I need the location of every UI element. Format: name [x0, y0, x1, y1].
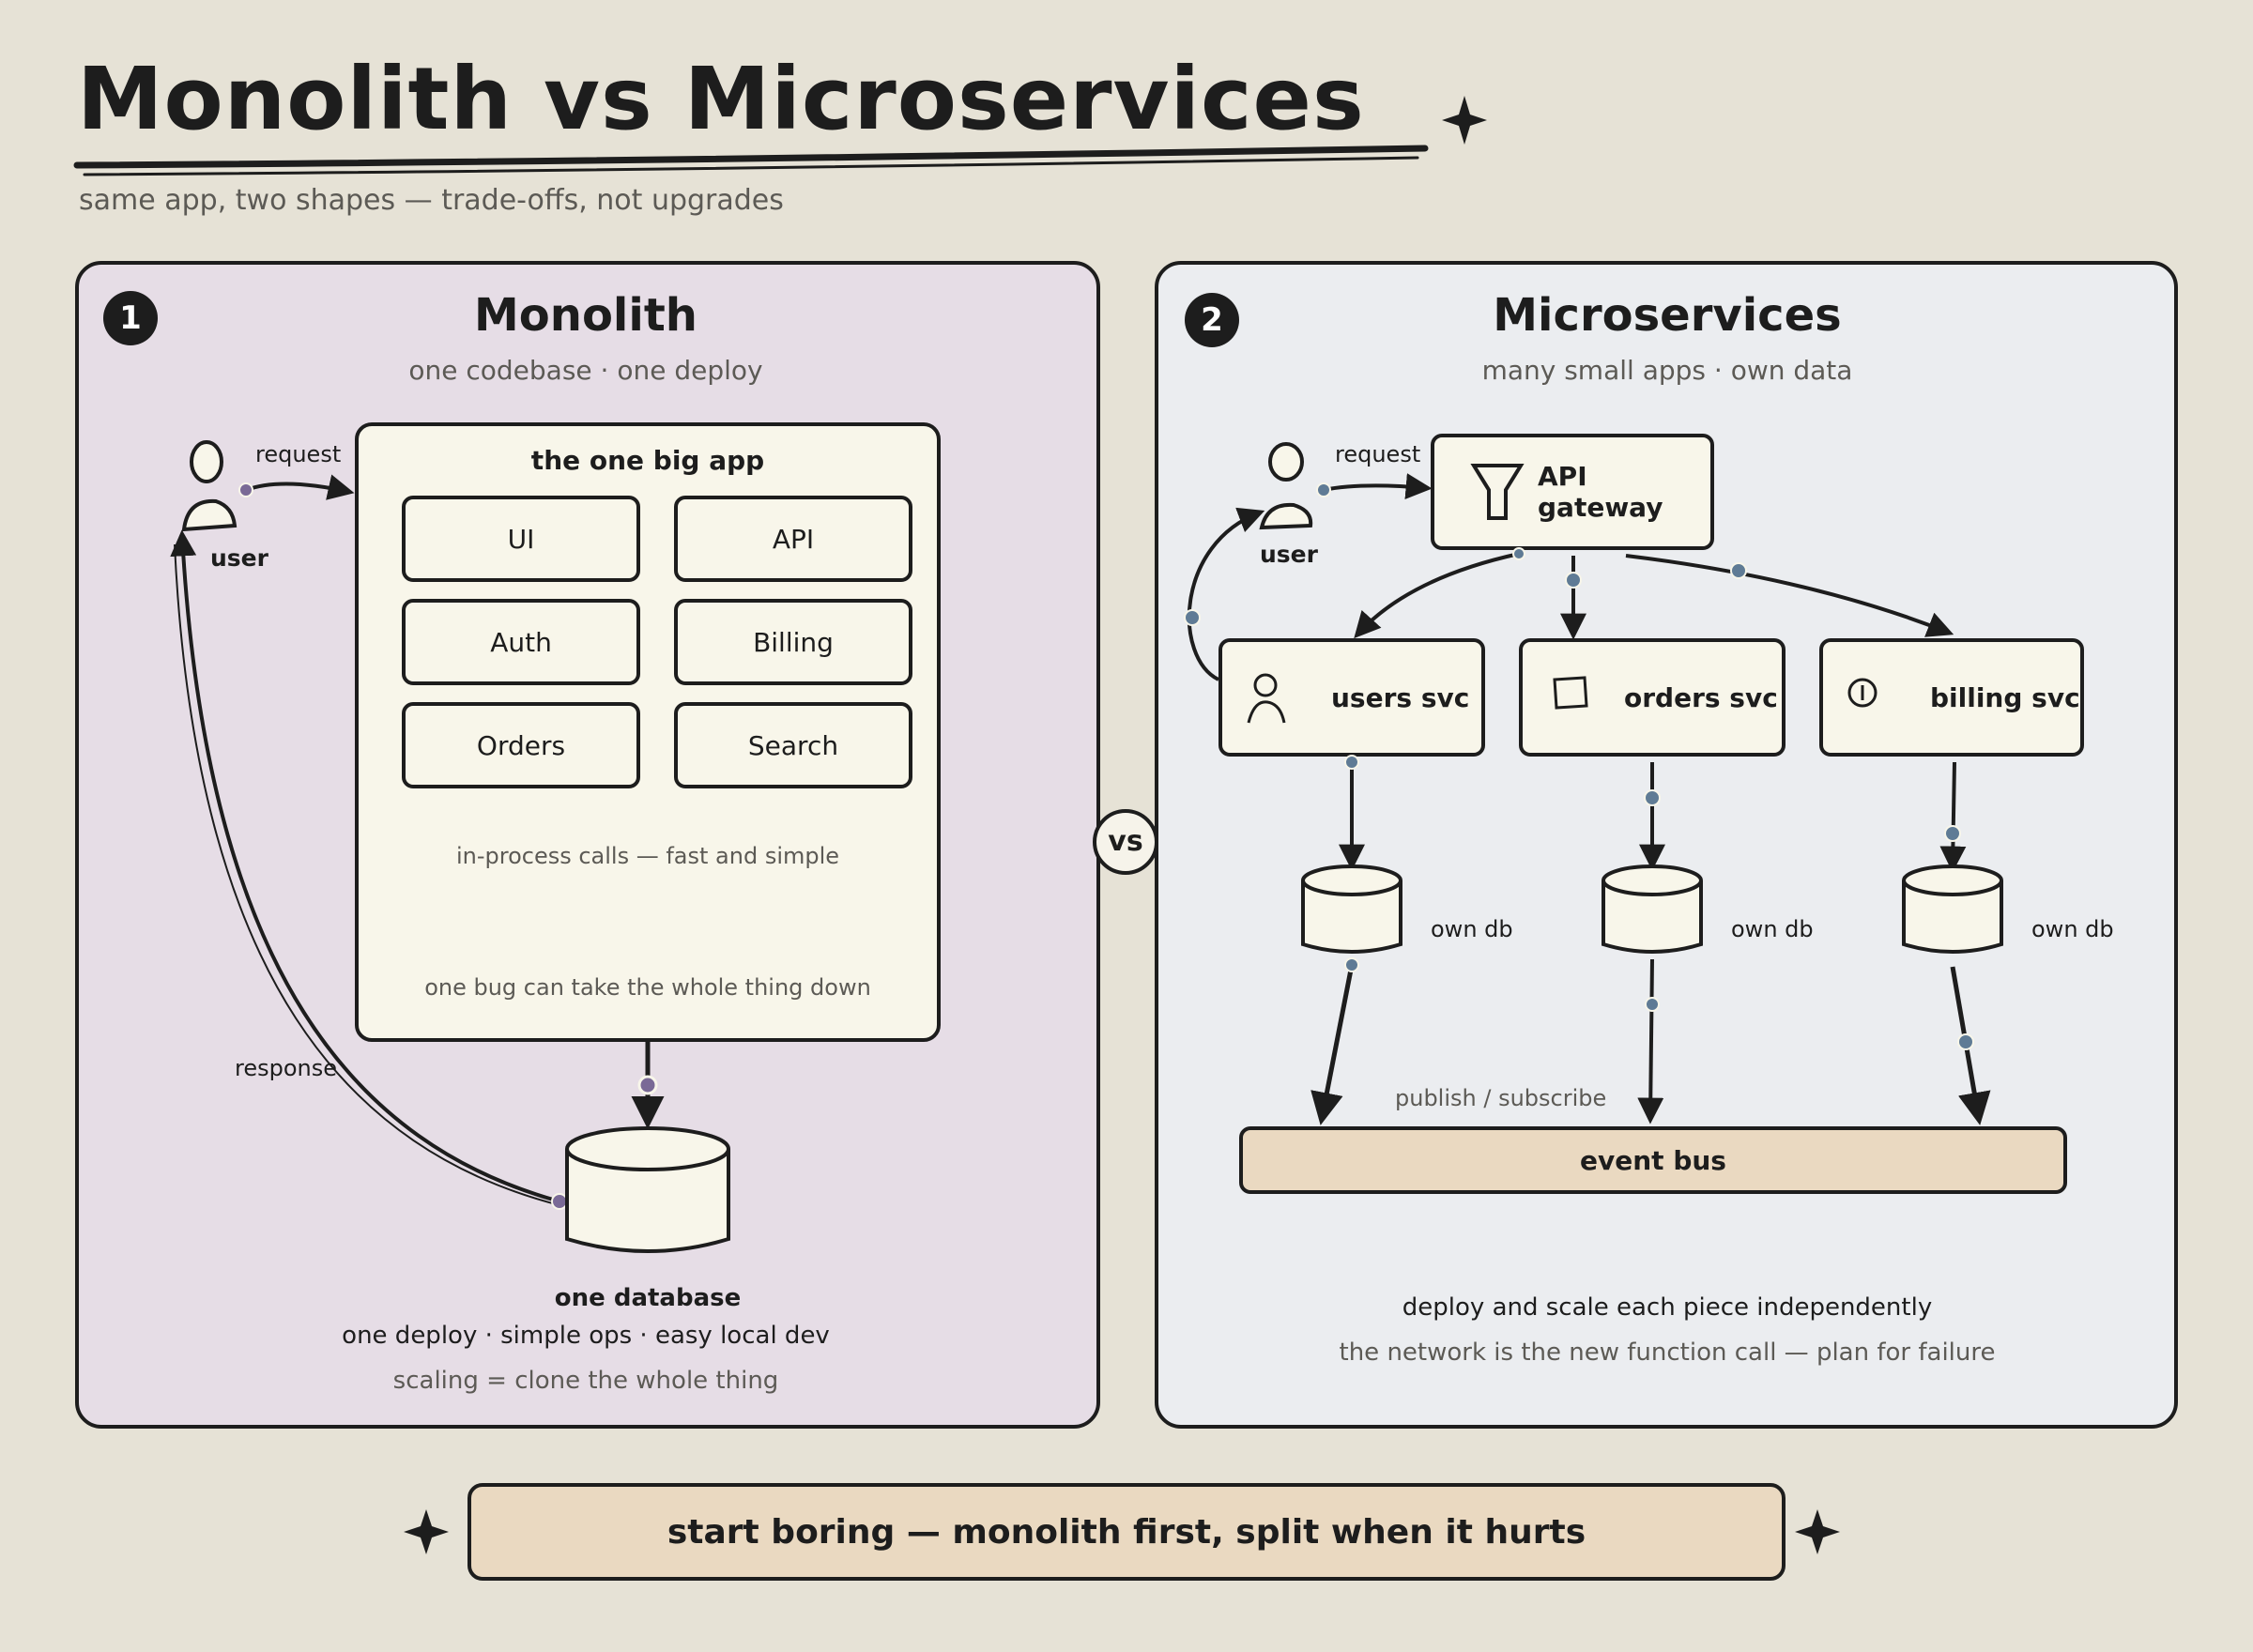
user-icon: [1247, 673, 1286, 724]
monolith-request-label: request: [255, 441, 342, 467]
monolith-title: Monolith: [474, 289, 697, 342]
user-icon: [181, 440, 238, 532]
module-api: API: [674, 496, 912, 582]
page-title: Monolith vs Microservices: [77, 49, 1365, 149]
monolith-note-bug: one bug can take the whole thing down: [424, 974, 871, 1001]
module-ui: UI: [402, 496, 640, 582]
module-orders: Orders: [402, 702, 640, 788]
funnel-icon: [1470, 464, 1525, 520]
api-gateway-label: API gateway: [1538, 461, 1663, 523]
monolith-badge: 1: [103, 291, 158, 345]
monolith-user-label: user: [210, 544, 268, 572]
microservices-subtitle: many small apps · own data: [1481, 355, 1853, 386]
module-auth: Auth: [402, 599, 640, 685]
box-icon: [1553, 676, 1588, 710]
monolith-response-label: response: [235, 1055, 338, 1081]
own-db-label-2: own db: [1731, 916, 1814, 942]
micro-summary: deploy and scale each piece independentl…: [1402, 1293, 1933, 1322]
monolith-summary: one deploy · simple ops · easy local dev: [342, 1322, 830, 1350]
billing-service-label: billing svc: [1930, 681, 2080, 713]
users-service-label: users svc: [1331, 681, 1470, 713]
api-gateway-box: API gateway: [1431, 434, 1714, 550]
event-bus-box: event bus: [1239, 1126, 2067, 1194]
takeaway-banner: start boring — monolith first, split whe…: [467, 1483, 1786, 1581]
microservices-title: Microservices: [1493, 289, 1842, 342]
micro-user-label: user: [1260, 541, 1318, 568]
database-icon: [565, 1126, 730, 1253]
micro-request-label: request: [1335, 441, 1421, 467]
page-subtitle: same app, two shapes — trade-offs, not u…: [79, 184, 784, 217]
own-db-label-3: own db: [2031, 916, 2114, 942]
pubsub-label: publish / subscribe: [1395, 1085, 1607, 1111]
user-icon: [1259, 442, 1313, 530]
monolith-app-title: the one big app: [530, 445, 765, 476]
monolith-scaling-note: scaling = clone the whole thing: [392, 1367, 779, 1395]
sparkle-icon: [404, 96, 1840, 1554]
micro-warning: the network is the new function call — p…: [1339, 1338, 1996, 1367]
database-icon: [1902, 864, 2003, 954]
vs-marker: vs: [1093, 809, 1158, 875]
orders-service-label: orders svc: [1624, 681, 1778, 713]
monolith-note-calls: in-process calls — fast and simple: [455, 843, 840, 869]
monolith-subtitle: one codebase · one deploy: [408, 355, 763, 386]
database-icon: [1602, 864, 1703, 954]
database-icon: [1301, 864, 1402, 954]
orders-service-box: orders svc: [1519, 638, 1786, 757]
module-billing: Billing: [674, 599, 912, 685]
info-icon: [1847, 678, 1878, 708]
monolith-db-label: one database: [554, 1284, 742, 1312]
microservices-badge: 2: [1185, 293, 1239, 347]
own-db-label-1: own db: [1431, 916, 1513, 942]
module-search: Search: [674, 702, 912, 788]
